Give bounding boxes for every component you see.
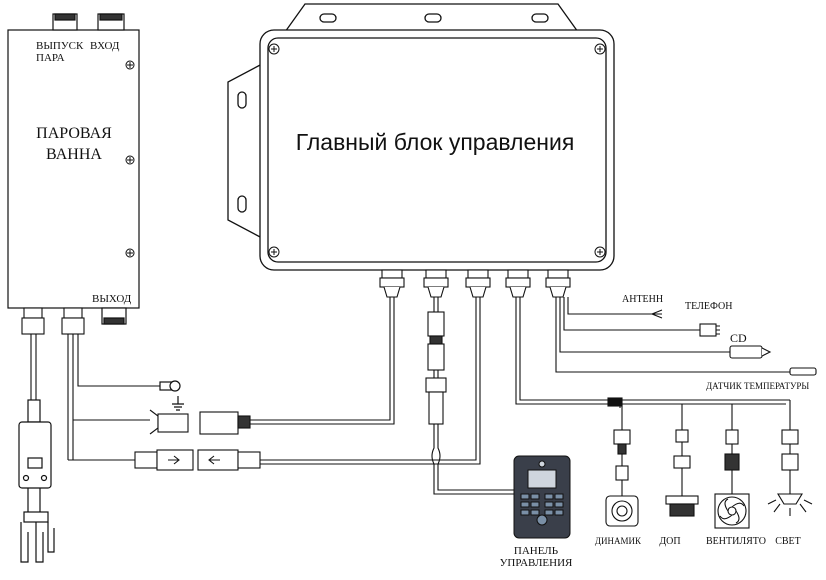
control-panel-label-2: УПРАВЛЕНИЯ bbox=[500, 557, 573, 569]
speaker-label: ДИНАМИК bbox=[595, 536, 642, 546]
speaker-icon bbox=[605, 429, 639, 527]
screw-icon bbox=[268, 43, 606, 258]
phone-label: ТЕЛЕФОН bbox=[685, 301, 732, 312]
steam-outlet-label-1: ВЫПУСК bbox=[36, 40, 84, 52]
steam-bath-box bbox=[7, 13, 140, 325]
output-label: ВЫХОД bbox=[92, 293, 132, 305]
main-unit bbox=[227, 3, 615, 271]
fan-label: ВЕНТИЛЯТО bbox=[706, 536, 766, 547]
temp-sensor-label: ДАТЧИК ТЕМПЕРАТУРЫ bbox=[706, 381, 809, 391]
cables bbox=[21, 297, 790, 495]
peripheral-bus bbox=[607, 397, 791, 430]
ground-icon bbox=[159, 380, 184, 411]
connector-icon bbox=[425, 311, 447, 425]
control-panel-label-1: ПАНЕЛЬ bbox=[514, 545, 558, 557]
plug-icon bbox=[18, 399, 55, 563]
connector-icon bbox=[379, 269, 571, 298]
connector-icon bbox=[149, 409, 251, 435]
light-icon bbox=[767, 429, 813, 516]
steam-bath-title-1: ПАРОВАЯ bbox=[36, 125, 112, 142]
steam-outlet-label-2: ПАРА bbox=[36, 52, 65, 64]
aux-icon bbox=[665, 429, 699, 517]
control-panel-device bbox=[513, 455, 571, 539]
steam-bath-title-2: ВАННА bbox=[46, 146, 102, 163]
connector-icon bbox=[650, 309, 817, 376]
light-label: СВЕТ bbox=[775, 536, 801, 547]
main-unit-title: Главный блок управления bbox=[296, 129, 575, 155]
antenna-label: АНТЕНН bbox=[622, 294, 663, 305]
input-label: ВХОД bbox=[90, 40, 120, 52]
cd-label: CD bbox=[730, 331, 747, 345]
screw-icon bbox=[125, 60, 135, 258]
connector-icon bbox=[134, 449, 261, 471]
fan-icon bbox=[714, 429, 750, 529]
aux-label: ДОП bbox=[659, 536, 680, 547]
